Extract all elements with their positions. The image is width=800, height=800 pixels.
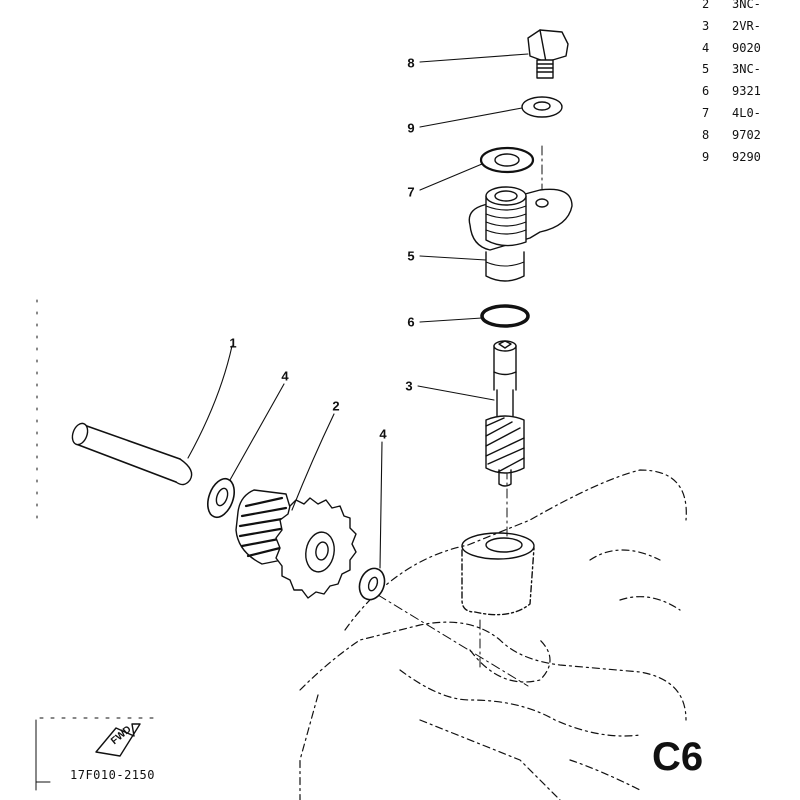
fwd-arrow-icon — [95, 723, 141, 757]
callout-3: 3 — [405, 378, 413, 394]
part-6-o-ring — [480, 304, 530, 328]
callout-4-right: 4 — [379, 426, 387, 442]
part-4-washer-right — [358, 567, 386, 601]
part-code: 2VR- — [732, 18, 761, 33]
part-4-washer-left — [207, 477, 235, 519]
part-2-driven-gear — [235, 489, 357, 599]
part-5-housing — [468, 186, 573, 282]
crankcase-outline — [299, 469, 687, 800]
callout-9: 9 — [407, 120, 415, 136]
callout-5: 5 — [407, 248, 415, 264]
case-boss — [461, 532, 535, 616]
page-code: C6 — [652, 735, 704, 779]
part-3-gear-shaft — [485, 340, 525, 487]
margin-marks — [35, 299, 161, 791]
part-code: 4L0- — [732, 105, 761, 120]
callout-1: 1 — [229, 335, 237, 351]
part-code: 9290 — [732, 149, 761, 164]
part-code: 9702 — [732, 127, 761, 142]
part-7-oil-seal — [479, 146, 535, 174]
leader-lines — [187, 53, 529, 569]
callout-7: 7 — [407, 184, 415, 200]
callout-4-left: 4 — [281, 368, 289, 384]
callout-6: 6 — [407, 314, 415, 330]
part-code: 9321 — [732, 84, 761, 99]
diagram-code: 17F010-2150 — [70, 768, 155, 782]
part-code: 9020 — [732, 40, 761, 55]
callout-2: 2 — [332, 398, 340, 414]
part-8-bolt — [527, 29, 569, 79]
part-code: 3NC- — [732, 62, 761, 77]
part-code: 3NC- — [732, 0, 761, 11]
callout-8: 8 — [407, 55, 415, 71]
part-1-pin — [71, 422, 193, 486]
part-9-washer — [521, 96, 563, 118]
